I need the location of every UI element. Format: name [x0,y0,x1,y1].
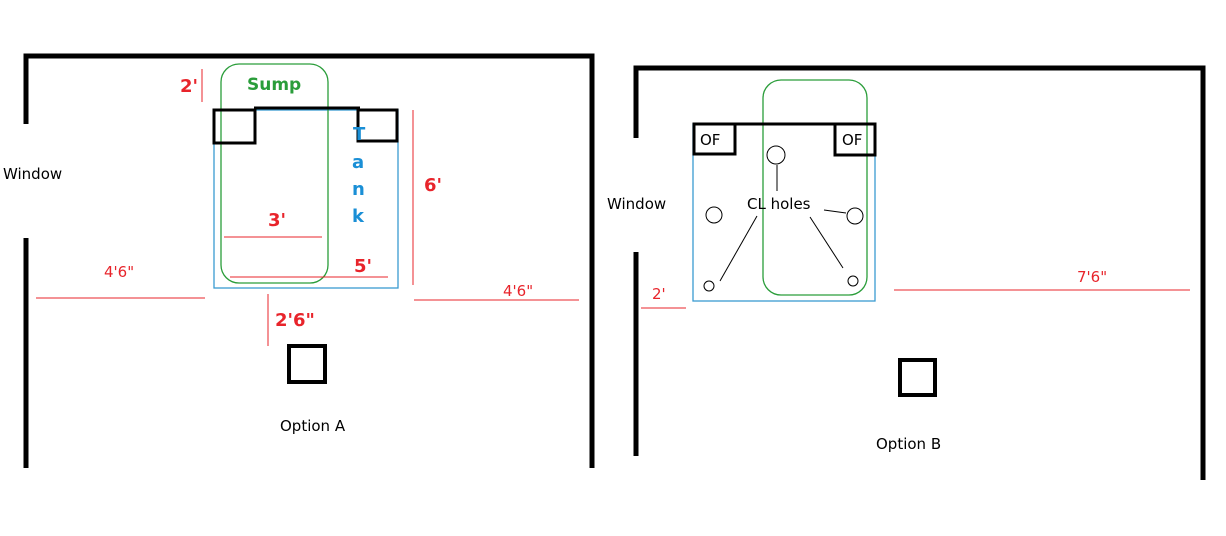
option-a-left-clearance-label: 4'6" [104,263,134,281]
option-b-cl-pointer-bottom-right [809,216,844,269]
option-a-right-clearance-label: 4'6" [503,282,533,300]
option-b-viewing-position [898,358,937,397]
option-b-cl-hole-right [846,207,864,225]
option-b-layout: Window OF OF CL holes 2' 7'6" Option B [607,65,1206,480]
option-b-cl-hole-left [705,206,723,224]
option-a-sump-gap-label: 2' [180,76,198,97]
option-a-wall-top-right [23,53,595,468]
option-b-cl-holes-label: CL holes [747,195,811,213]
option-b-overflow-left-label: OF [700,131,720,149]
option-b-right-clearance-label: 7'6" [1077,268,1107,286]
option-b-cl-hole-bottom-left [703,280,715,292]
option-b-cl-hole-top [766,145,786,165]
option-a-tank-letter-t: T [353,124,366,145]
option-b-cl-hole-bottom-right [847,275,859,287]
option-a-tank-letter-a: a [352,152,364,173]
option-b-cl-pointer-bottom-left [719,215,758,282]
option-a-tank-height-label: 6' [424,175,442,196]
option-a-caption: Option A [280,417,346,435]
option-a-overflow-box-right [356,108,399,143]
option-a-layout: Window Sump T a n k 2' 6' 3' 5' 4'6" 4'6… [3,53,595,468]
option-a-tank-letter-n: n [352,179,365,200]
option-b-wall-top-right [633,65,1206,480]
option-a-tank-width-label: 5' [354,256,372,277]
option-b-sump-outline [762,79,868,296]
option-a-sump-label: Sump [247,75,301,95]
option-a-sump-width-label: 3' [268,210,286,231]
option-a-overflow-box-left [212,108,257,145]
option-b-cl-pointer-right [823,209,847,214]
option-b-caption: Option B [876,435,941,453]
option-b-overflow-box-right [833,122,877,157]
option-b-window-gap-label: 2' [652,285,666,303]
option-a-tank-outline [213,109,399,289]
option-a-tank-letter-k: k [352,206,365,227]
option-a-viewing-position [287,344,327,384]
option-b-overflow-right-label: OF [842,131,862,149]
option-a-front-clearance-label: 2'6" [275,310,315,331]
option-b-overflow-box-left [692,122,737,156]
option-b-window-label: Window [607,195,666,213]
option-a-sump-outline [220,63,329,284]
option-a-window-label: Window [3,165,62,183]
